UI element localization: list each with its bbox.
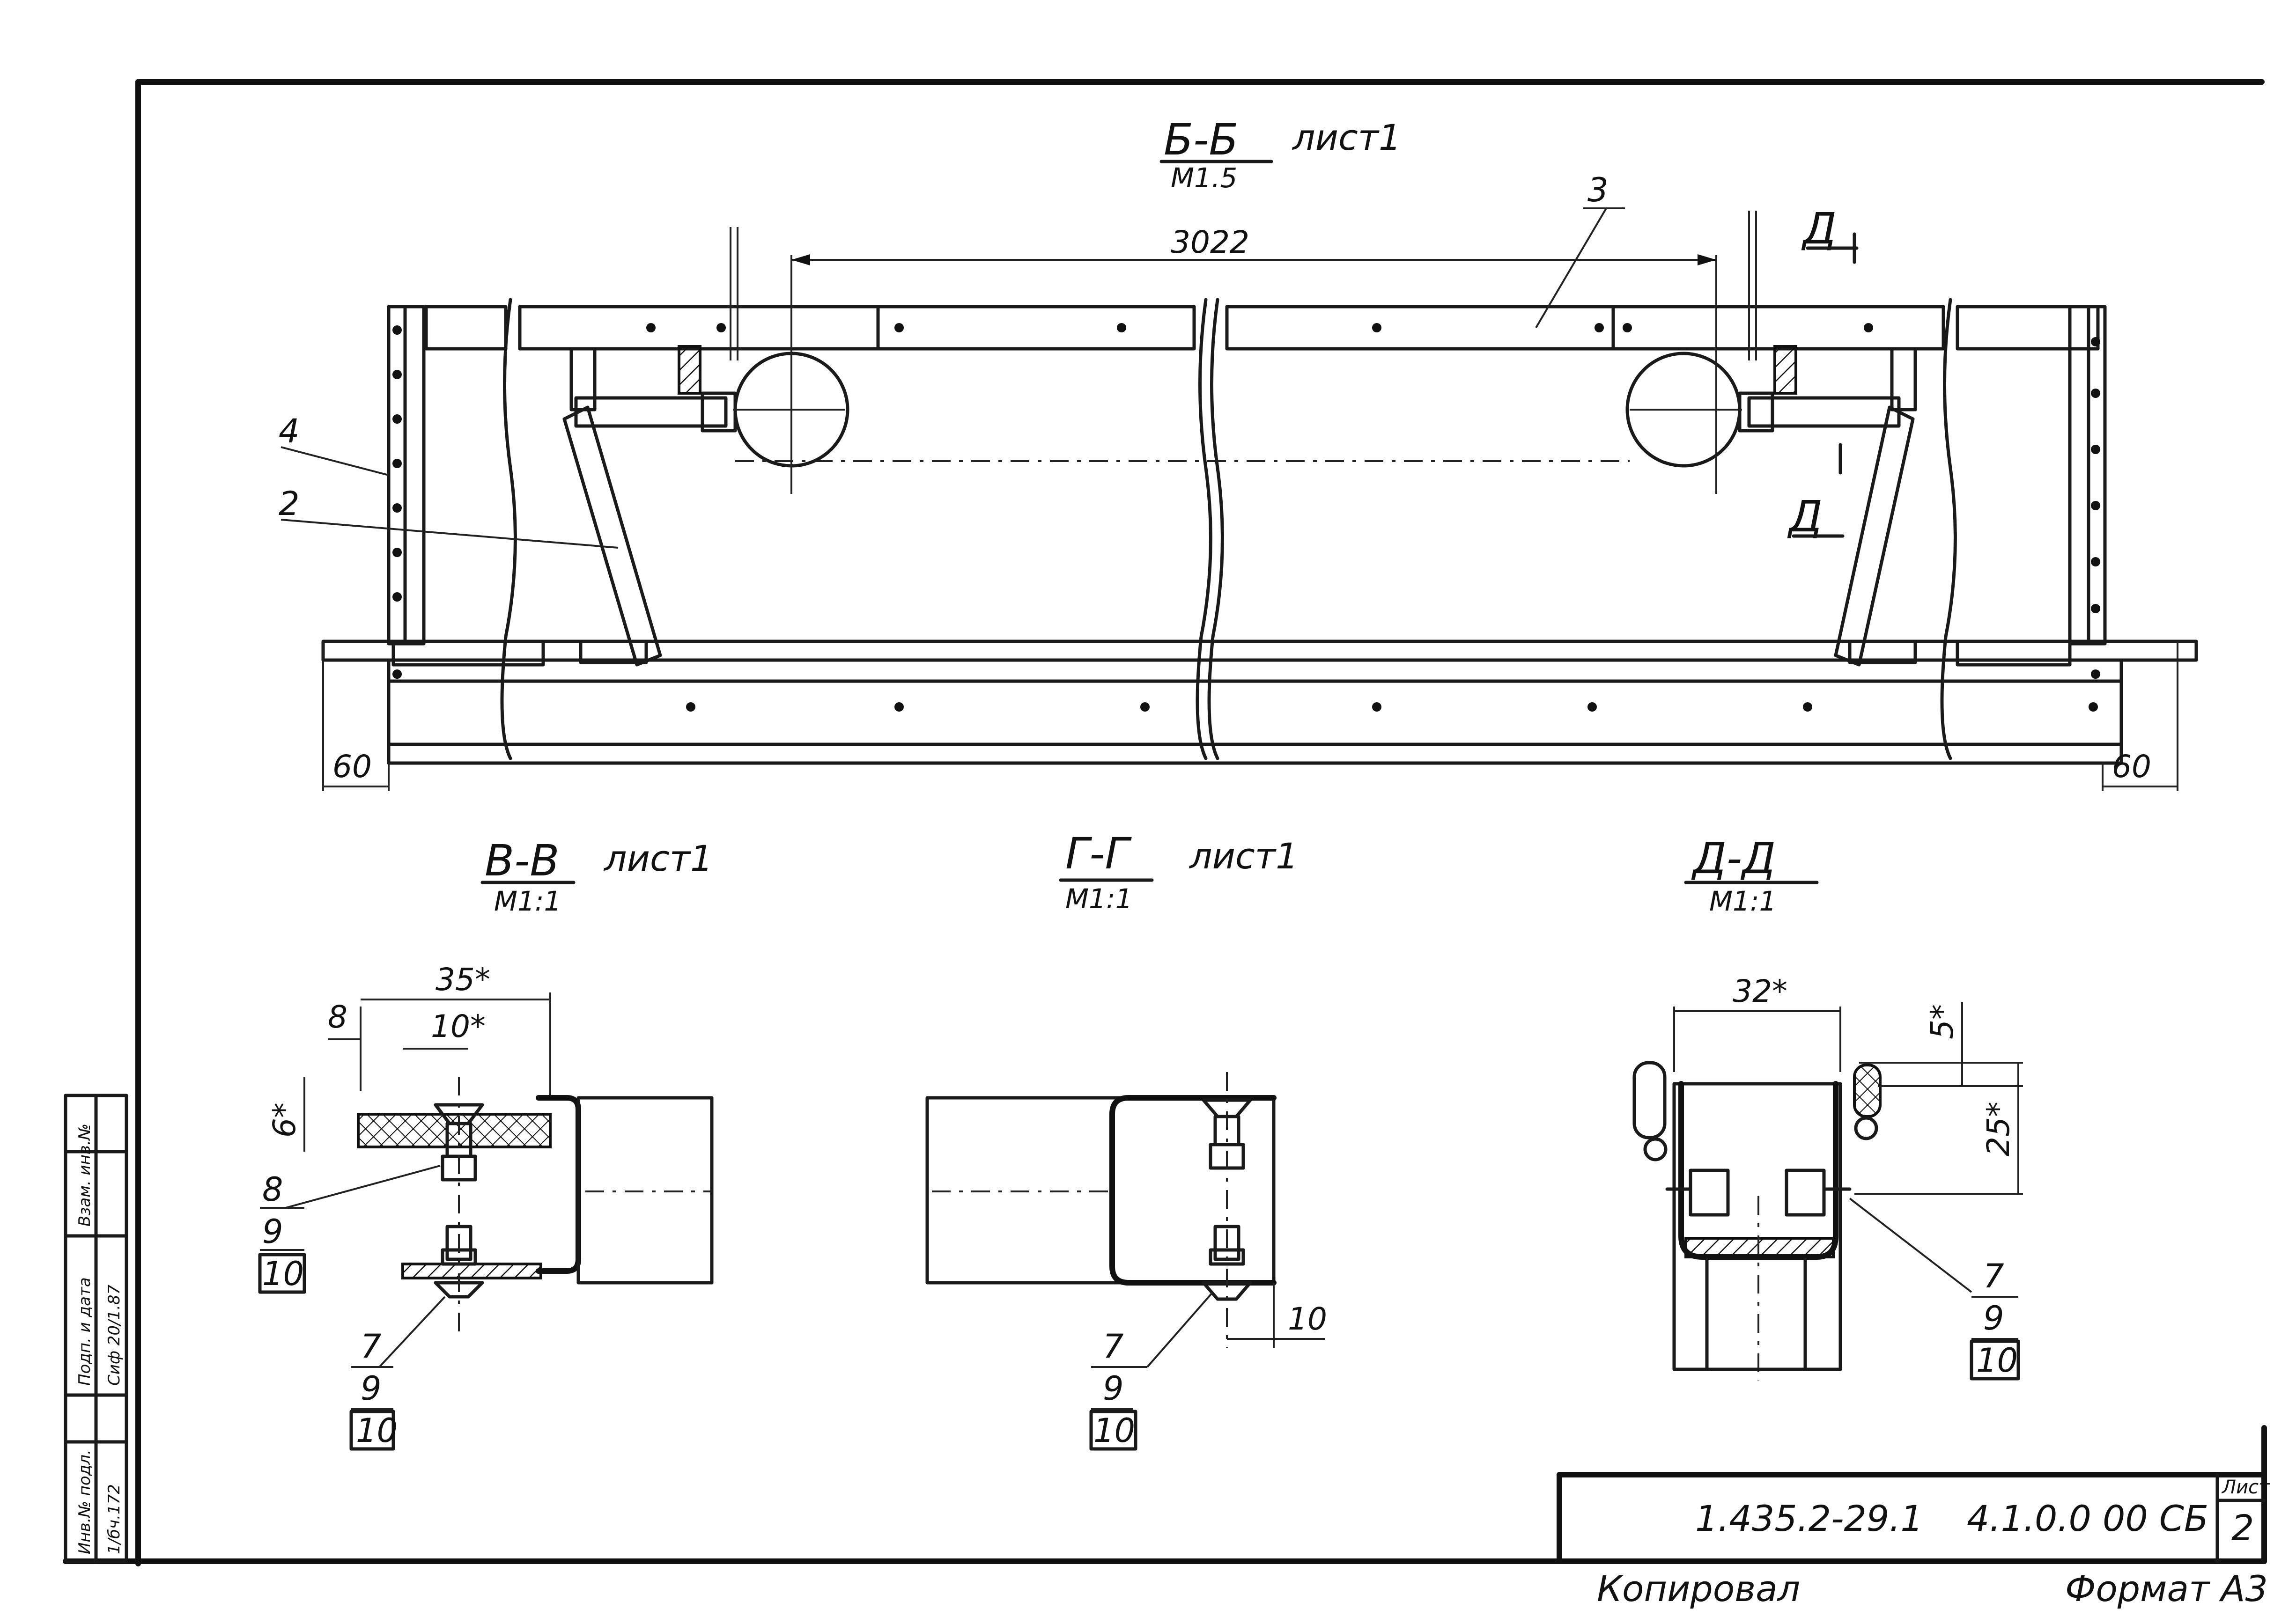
section-gg-scale: М1:1 [1065, 883, 1132, 915]
section-dd-scale: М1:1 [1709, 885, 1776, 917]
section-vv-sheet: лист1 [603, 838, 713, 879]
stamp-val1: 1/бч.172 [105, 1484, 124, 1554]
cut-mark-bottom: Д [1787, 492, 1823, 542]
section-dd-header: Д-Д М1:1 [1684, 833, 1819, 917]
section-gg-sheet: лист1 [1189, 835, 1298, 877]
section-vv-title: В-В [485, 836, 559, 886]
dim-span: 3022 [1171, 224, 1249, 260]
dim-dd-width: 32* [1733, 973, 1787, 1009]
copied-label: Копировал [1597, 1568, 1800, 1609]
dim-edge-right: 60 [2112, 749, 2151, 785]
section-bb-scale: М1.5 [1171, 162, 1237, 194]
callout-dd-1: 9 [1983, 1299, 2004, 1337]
dim-vv-inner: 10* [431, 1008, 486, 1044]
section-vv-view: 35* 10* 8 6* 8 9 10 7 9 10 [258, 962, 714, 1451]
section-bb-header: Б-Б М1.5 лист1 [1159, 115, 1401, 194]
section-dd-view: 32* 5* 25* 7 9 10 [1632, 973, 2023, 1381]
callout-dd-2: 10 [1976, 1341, 2018, 1380]
callout-vv-b-0: 7 [361, 1327, 382, 1366]
stamp-val2: Сиф 20/1.87 [105, 1284, 124, 1386]
section-gg-header: Г-Г М1:1 лист1 [1059, 829, 1298, 915]
section-bb-view: 60 60 3022 4 2 3 Д Д [279, 171, 2198, 791]
side-stamp: Инв.№ подл. Подп. и дата Взам. инв.№ 1/б… [64, 1094, 128, 1563]
dim-vv-height: 6* [266, 1102, 303, 1138]
section-vv-scale: М1:1 [494, 885, 561, 917]
doc-code: 1.435.2-29.1 [1695, 1498, 1923, 1539]
callout-2: 2 [279, 485, 300, 523]
section-dd-title: Д-Д [1691, 833, 1776, 883]
callout-gg-2: 10 [1093, 1411, 1135, 1450]
sheet-label: Лист [2221, 1477, 2270, 1498]
section-vv-header: В-В М1:1 лист1 [480, 836, 713, 917]
callout-vv-top: 8 [262, 1170, 283, 1209]
dim-vv-offset: 8 [328, 999, 347, 1035]
dim-dd-top: 5* [1924, 1004, 1960, 1039]
section-bb-title: Б-Б [1164, 115, 1238, 165]
callout-gg-1: 9 [1103, 1369, 1124, 1408]
stamp-col3: Взам. инв.№ [75, 1124, 94, 1227]
dim-dd-height: 25* [1980, 1102, 2016, 1156]
callout-vv-b-2: 10 [356, 1411, 398, 1450]
part-code: 4.1.0.0 00 СБ [1967, 1498, 2208, 1539]
callout-vv-a-0: 9 [262, 1212, 283, 1251]
drawing-frame [63, 79, 2267, 1566]
section-bb-sheet: лист1 [1292, 117, 1401, 158]
section-gg-view: 10 7 9 10 [925, 1072, 1327, 1451]
callout-3: 3 [1587, 171, 1609, 209]
dim-edge-left: 60 [332, 749, 372, 785]
sheet-no: 2 [2231, 1507, 2254, 1549]
section-gg-title: Г-Г [1065, 829, 1132, 879]
dim-gg-gap: 10 [1288, 1301, 1327, 1337]
format-label: Формат А3 [2065, 1568, 2268, 1609]
title-block: 1.435.2-29.1 4.1.0.0 00 СБ Лист 2 Копиро… [1557, 1472, 2270, 1609]
callout-dd-0: 7 [1983, 1257, 2004, 1295]
cut-mark-top: Д [1801, 204, 1837, 254]
stamp-col1: Инв.№ подл. [75, 1449, 94, 1554]
dim-vv-width: 35* [436, 962, 490, 998]
callout-gg-0: 7 [1103, 1327, 1124, 1366]
callout-vv-b-1: 9 [361, 1369, 382, 1408]
stamp-col2: Подп. и дата [75, 1277, 94, 1386]
callout-vv-a-1: 10 [262, 1255, 304, 1293]
callout-4: 4 [279, 412, 300, 450]
